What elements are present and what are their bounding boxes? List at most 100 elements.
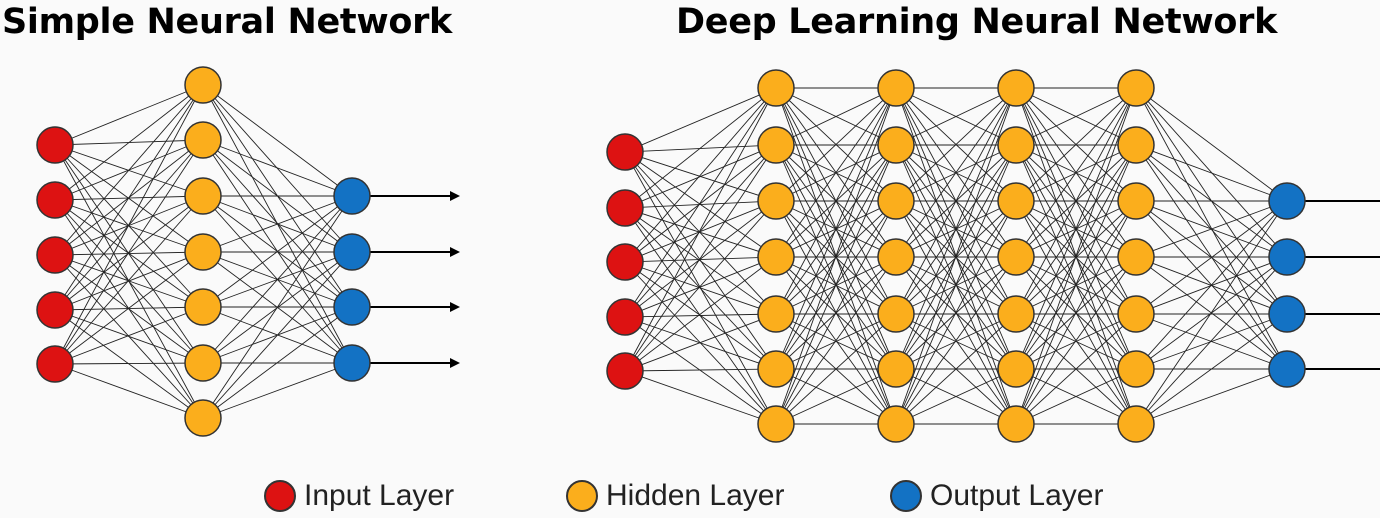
hidden-node <box>757 350 795 388</box>
connection-line <box>624 87 777 372</box>
input-node <box>606 298 644 336</box>
simple-output-arrows <box>370 191 460 368</box>
connection-line <box>624 261 777 315</box>
output-layer-swatch <box>890 480 922 512</box>
connection-line <box>1135 87 1288 258</box>
connection-line <box>895 256 1017 425</box>
connection-line <box>624 200 777 372</box>
connection-line <box>895 200 1017 425</box>
output-node <box>333 233 371 271</box>
connection-line <box>54 144 204 253</box>
connection-line <box>202 195 353 419</box>
connection-line <box>624 207 777 315</box>
hidden-node <box>184 66 222 104</box>
input-node <box>606 352 644 390</box>
connection-line <box>775 313 897 425</box>
connection-line <box>624 151 777 315</box>
connection-line <box>895 87 1017 202</box>
legend: Input Layer Hidden Layer Output Layer <box>0 474 1380 518</box>
connection-line <box>54 139 204 365</box>
connection-line <box>624 313 777 372</box>
hidden-node <box>757 69 795 107</box>
connection-line <box>775 144 897 425</box>
connection-line <box>1015 87 1137 425</box>
output-node <box>333 344 371 382</box>
hidden-node <box>877 238 915 276</box>
connection-line <box>54 195 204 365</box>
connection-line <box>775 87 897 146</box>
legend-item-output: Output Layer <box>890 478 1103 514</box>
connection-line <box>624 207 777 258</box>
connection-line <box>624 200 777 209</box>
connection-line <box>1015 368 1137 425</box>
hidden-node <box>1117 69 1155 107</box>
connection-line <box>202 195 353 308</box>
hidden-node <box>757 405 795 443</box>
input-node <box>36 345 74 383</box>
connection-line <box>202 139 353 197</box>
connection-line <box>54 362 204 365</box>
connection-line <box>775 256 897 425</box>
hidden-node <box>997 405 1035 443</box>
connection-line <box>624 207 777 370</box>
connection-line <box>624 87 777 209</box>
connection-line <box>1135 200 1288 315</box>
hidden-node <box>877 69 915 107</box>
hidden-node <box>1117 295 1155 333</box>
connection-line <box>624 87 777 263</box>
connection-line <box>54 363 204 419</box>
connection-line <box>775 368 897 425</box>
deep-output-arrows <box>1305 200 1380 370</box>
connection-line <box>895 368 1017 425</box>
connection-line <box>54 84 204 201</box>
connection-line <box>775 313 897 370</box>
connection-line <box>624 368 777 372</box>
output-node <box>1268 238 1306 276</box>
hidden-node <box>184 288 222 326</box>
simple-connections <box>54 84 353 419</box>
connection-line <box>1135 368 1288 425</box>
hidden-node <box>877 182 915 220</box>
legend-label-input: Input Layer <box>304 479 455 512</box>
connection-line <box>775 87 897 202</box>
connection-line <box>895 313 1017 370</box>
hidden-node <box>184 344 222 382</box>
connection-line <box>1015 313 1137 370</box>
connection-line <box>1135 200 1288 258</box>
connection-line <box>775 87 897 370</box>
connection-line <box>624 256 777 318</box>
deep-network <box>606 69 1380 443</box>
connection-line <box>775 87 897 425</box>
connection-line <box>1015 200 1137 425</box>
connection-line <box>54 309 204 364</box>
connection-line <box>202 84 353 197</box>
hidden-node <box>997 126 1035 164</box>
connection-line <box>624 313 777 318</box>
connection-line <box>1015 87 1137 146</box>
connection-line <box>1135 200 1288 370</box>
connection-line <box>1015 87 1137 370</box>
hidden-node <box>1117 182 1155 220</box>
connection-line <box>624 144 777 318</box>
connection-line <box>624 144 777 372</box>
connection-line <box>54 251 204 311</box>
hidden-node <box>1117 238 1155 276</box>
input-node <box>606 189 644 227</box>
connection-line <box>1015 144 1137 425</box>
connection-line <box>1135 87 1288 202</box>
input-node <box>36 236 74 274</box>
connection-line <box>1135 256 1288 425</box>
connection-line <box>54 306 204 365</box>
hidden-node <box>877 405 915 443</box>
connection-line <box>1135 87 1288 370</box>
connection-line <box>202 251 353 419</box>
connection-line <box>624 316 777 425</box>
connection-line <box>775 200 897 425</box>
connection-line <box>202 195 353 253</box>
connection-line <box>202 306 353 419</box>
input-node <box>606 133 644 171</box>
connection-line <box>54 84 204 256</box>
connection-line <box>624 316 777 370</box>
connection-line <box>54 84 204 146</box>
hidden-node <box>757 238 795 276</box>
